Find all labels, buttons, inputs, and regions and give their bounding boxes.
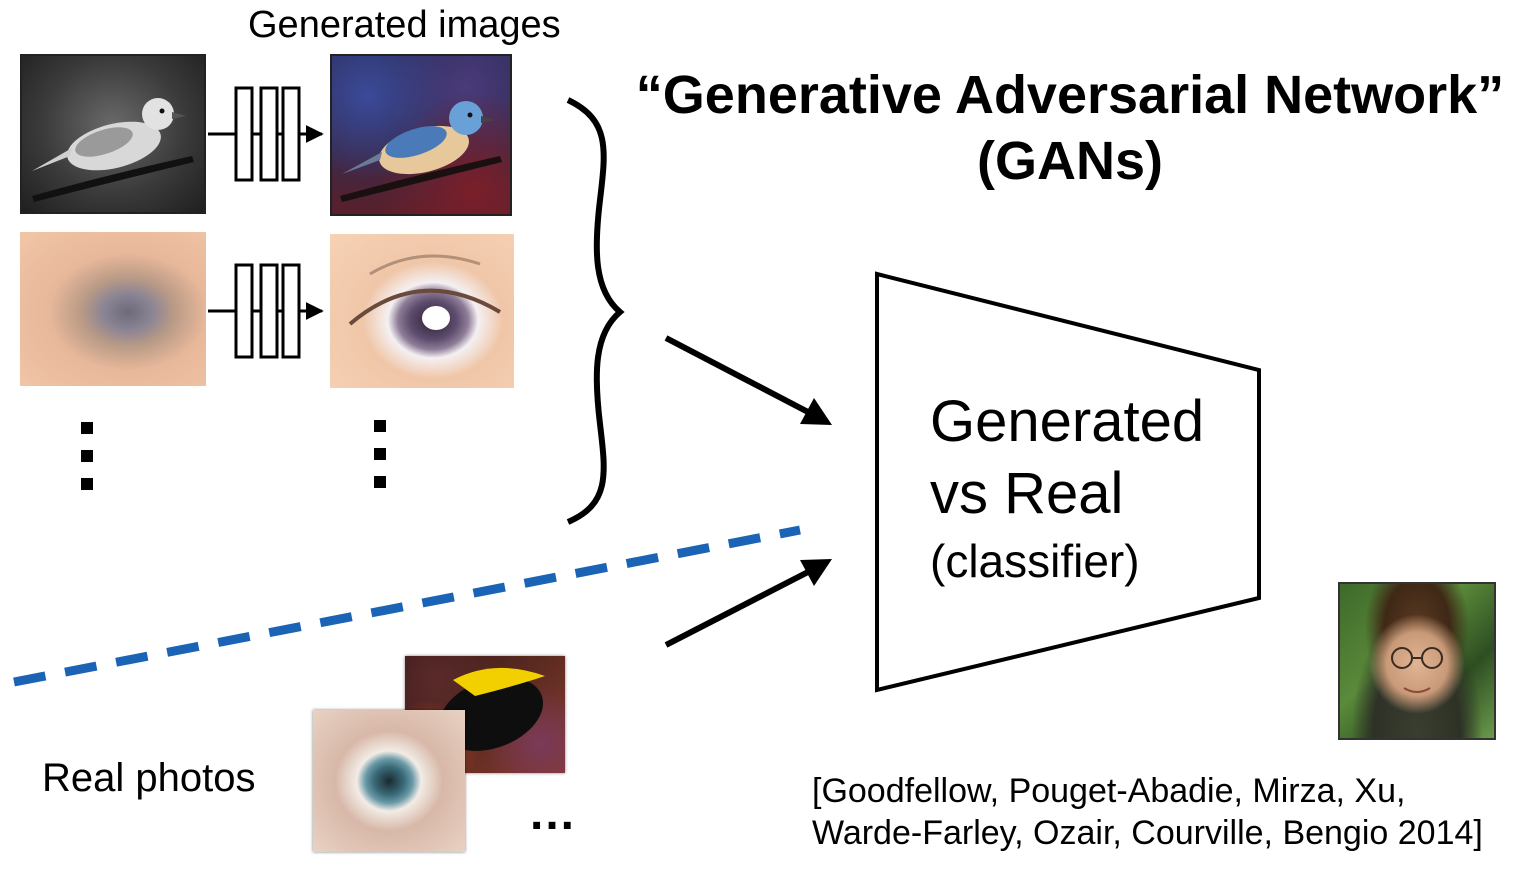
classifier-label-line-2: vs Real <box>930 461 1124 526</box>
citation-line-2: Warde-Farley, Ozair, Courville, Bengio 2… <box>812 814 1483 852</box>
arrow-real-to-classifier <box>664 559 832 648</box>
colorized-bird-image <box>330 54 512 216</box>
classifier-label-line-3: (classifier) <box>930 535 1140 587</box>
generated-images-label: Generated images <box>248 4 561 46</box>
neural-network-icon-2 <box>208 263 324 359</box>
portrait-features <box>1391 647 1443 693</box>
real-photos-ellipsis: ... <box>530 787 577 840</box>
eye-closeup-photo <box>313 710 465 852</box>
portrait-photo <box>1338 582 1496 740</box>
curly-brace <box>566 97 625 525</box>
real-photos-label: Real photos <box>42 756 256 800</box>
grayscale-bird-image <box>20 54 206 214</box>
title-line-1: “Generative Adversarial Network” <box>635 65 1505 125</box>
vertical-ellipsis-right <box>374 420 386 488</box>
citation-line-1: [Goodfellow, Pouget-Abadie, Mirza, Xu, <box>812 772 1406 810</box>
dashed-separator-line <box>13 525 801 687</box>
bird-silhouette-color <box>340 101 502 202</box>
arrow-generated-to-classifier <box>664 335 832 425</box>
bird-silhouette-gray <box>32 98 194 202</box>
classifier-trapezoid <box>875 271 1261 693</box>
neural-network-icon-1 <box>208 86 324 182</box>
sharp-eye-image <box>330 234 514 388</box>
eye-details <box>348 254 502 330</box>
title-line-2: (GANs) <box>977 131 1163 191</box>
blurry-eye-image <box>20 232 206 386</box>
vertical-ellipsis-left <box>81 422 93 490</box>
classifier-label-line-1: Generated <box>930 389 1205 454</box>
